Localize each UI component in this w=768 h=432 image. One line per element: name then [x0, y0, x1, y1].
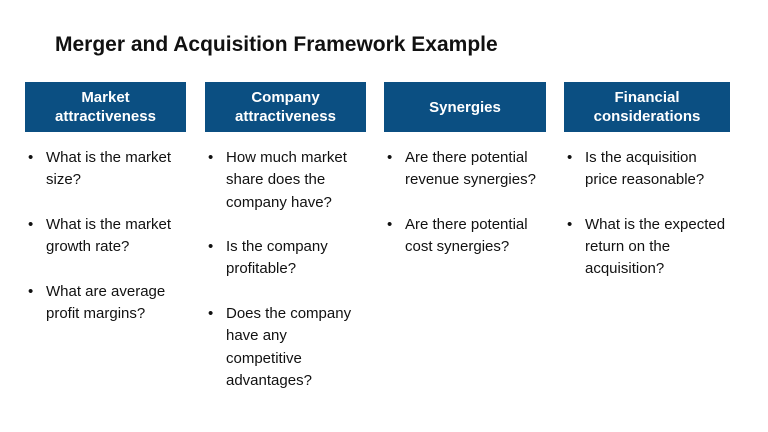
list-item-text: What is the market size? — [46, 149, 172, 189]
bullet-list: • Is the acquisition price reasonable? •… — [564, 147, 730, 281]
bullet-icon: • — [208, 238, 214, 256]
list-item: • Does the company have any competitive … — [205, 303, 366, 392]
column-market-attractiveness: Market attractiveness • What is the mark… — [25, 82, 186, 348]
column-header: Market attractiveness — [25, 82, 186, 132]
list-item: • What are average profit margins? — [25, 281, 186, 326]
list-item-text: Is the company profitable? — [226, 238, 328, 278]
list-item: • Is the acquisition price reasonable? — [564, 147, 730, 192]
list-item: • What is the expected return on the acq… — [564, 214, 730, 281]
list-item-text: What are average profit margins? — [46, 282, 166, 323]
list-item: • What is the market growth rate? — [25, 214, 186, 259]
list-item: • Are there potential revenue synergies? — [384, 147, 546, 192]
column-synergies: Synergies • Are there potential revenue … — [384, 82, 546, 281]
bullet-icon: • — [208, 149, 214, 166]
bullet-icon: • — [208, 305, 214, 323]
column-company-attractiveness: Company attractiveness • How much market… — [205, 82, 366, 415]
list-item: • Is the company profitable? — [205, 236, 366, 281]
list-item-text: How much market share does the company h… — [226, 149, 347, 211]
list-item-text: What is the expected return on the acqui… — [585, 215, 726, 278]
list-item-text: What is the market growth rate? — [46, 215, 172, 256]
bullet-icon: • — [387, 149, 393, 166]
bullet-icon: • — [567, 215, 573, 233]
bullet-icon: • — [567, 149, 573, 166]
column-header: Synergies — [384, 82, 546, 132]
column-header: Company attractiveness — [205, 82, 366, 132]
bullet-list: • What is the market size? • What is the… — [25, 147, 186, 325]
list-item: • Are there potential cost synergies? — [384, 214, 546, 259]
list-item-text: Does the company have any competitive ad… — [226, 305, 352, 389]
column-financial-considerations: Financial considerations • Is the acquis… — [564, 82, 730, 303]
list-item-text: Are there potential cost synergies? — [405, 215, 528, 256]
list-item: • What is the market size? — [25, 147, 186, 192]
bullet-list: • Are there potential revenue synergies?… — [384, 147, 546, 258]
list-item: • How much market share does the company… — [205, 147, 366, 214]
bullet-list: • How much market share does the company… — [205, 147, 366, 392]
bullet-icon: • — [28, 282, 34, 300]
bullet-icon: • — [28, 215, 34, 233]
list-item-text: Are there potential revenue synergies? — [405, 149, 536, 189]
bullet-icon: • — [387, 215, 393, 233]
bullet-icon: • — [28, 149, 34, 166]
page-title: Merger and Acquisition Framework Example — [55, 33, 498, 56]
column-header: Financial considerations — [564, 82, 730, 132]
list-item-text: Is the acquisition price reasonable? — [585, 149, 705, 189]
